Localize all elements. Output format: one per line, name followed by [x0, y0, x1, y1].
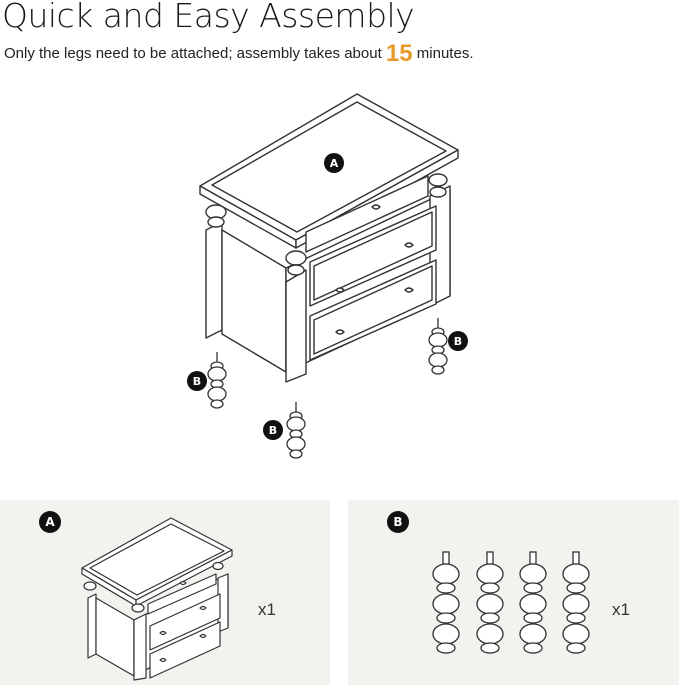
svg-text:B: B	[454, 335, 462, 348]
badge-b: B	[387, 511, 409, 533]
svg-text:B: B	[193, 375, 201, 388]
part-a-illustration: A	[39, 511, 233, 681]
subtitle-text-end: minutes.	[412, 45, 474, 62]
exploded-assembly-illustration: A B B B	[187, 93, 468, 459]
part-a-panel: A x1	[0, 500, 330, 685]
badge-b: B	[187, 371, 207, 391]
assembly-minutes: 15	[385, 40, 413, 67]
leg-part	[432, 551, 460, 654]
leg-part	[207, 352, 227, 409]
leg-part	[562, 551, 590, 654]
svg-text:A: A	[45, 515, 55, 529]
leg-part	[428, 318, 448, 375]
subtitle-text: Only the legs need to be attached; assem…	[4, 45, 386, 62]
badge-a: A	[39, 511, 61, 533]
badge-a: A	[324, 153, 344, 173]
svg-text:B: B	[393, 515, 402, 529]
badge-b: B	[448, 331, 468, 351]
svg-text:B: B	[269, 424, 277, 437]
leg-part	[519, 551, 547, 654]
leg-part	[476, 551, 504, 654]
svg-text:A: A	[330, 157, 339, 170]
page-title: Quick and Easy Assembly	[2, 0, 415, 35]
part-a-quantity: x1	[258, 600, 276, 619]
part-b-panel: B	[348, 500, 679, 685]
assembly-subtitle: Only the legs need to be attached; assem…	[4, 40, 473, 68]
leg-part	[286, 402, 306, 459]
badge-b: B	[263, 420, 283, 440]
part-b-quantity: x1	[612, 600, 630, 619]
part-b-illustration: B	[387, 511, 590, 654]
